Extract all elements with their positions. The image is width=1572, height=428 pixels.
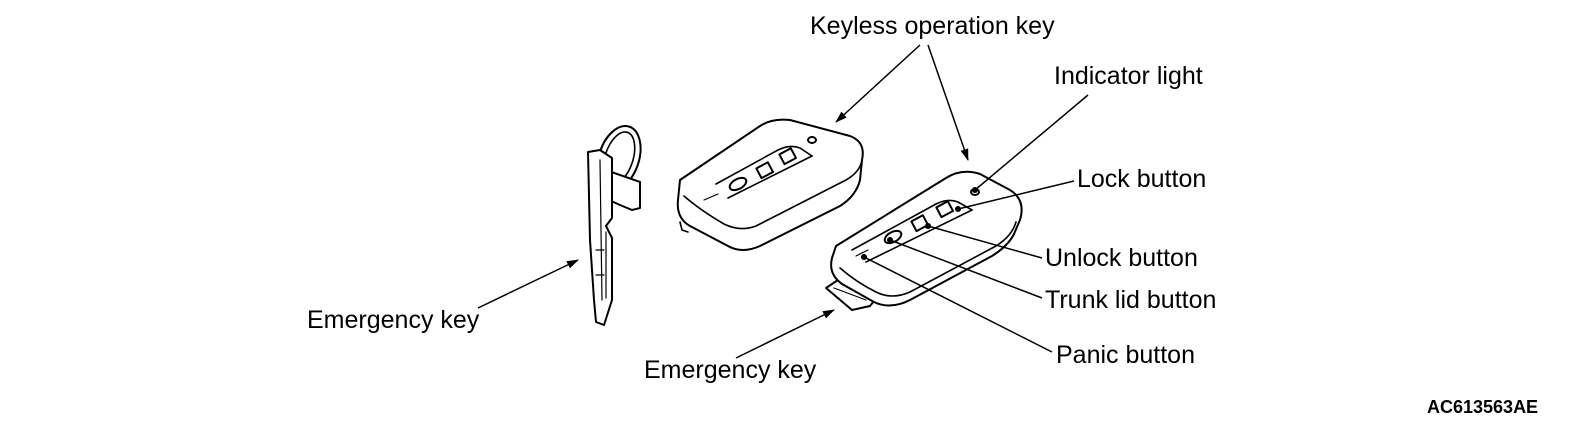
keyless-fob-upper	[676, 118, 864, 251]
arrows	[477, 44, 969, 359]
emergency-key-with-ring	[587, 125, 642, 326]
label-indicator-light: Indicator light	[1054, 62, 1203, 90]
label-lock-button: Lock button	[1077, 165, 1207, 193]
leader-indicator-light	[974, 94, 1089, 191]
label-emergency-key-left: Emergency key	[307, 306, 480, 334]
label-keyless-operation-key: Keyless operation key	[810, 12, 1055, 40]
leader-lock-button	[957, 180, 1075, 210]
arrow-keyless-lower	[927, 44, 969, 161]
figure-code: AC613563AE	[1427, 397, 1539, 417]
leader-panic-button	[863, 256, 1053, 353]
arrow-emergency-key-bottom	[735, 309, 835, 359]
leader-lines	[861, 94, 1089, 353]
label-emergency-key-bottom: Emergency key	[644, 356, 817, 384]
leader-unlock-button	[927, 225, 1043, 259]
leader-trunk-lid-button	[889, 239, 1043, 299]
arrow-emergency-key-left	[477, 259, 579, 309]
arrow-keyless-upper	[835, 44, 921, 123]
label-panic-button: Panic button	[1056, 341, 1195, 369]
label-trunk-lid-button: Trunk lid button	[1045, 286, 1217, 314]
label-unlock-button: Unlock button	[1045, 244, 1198, 272]
